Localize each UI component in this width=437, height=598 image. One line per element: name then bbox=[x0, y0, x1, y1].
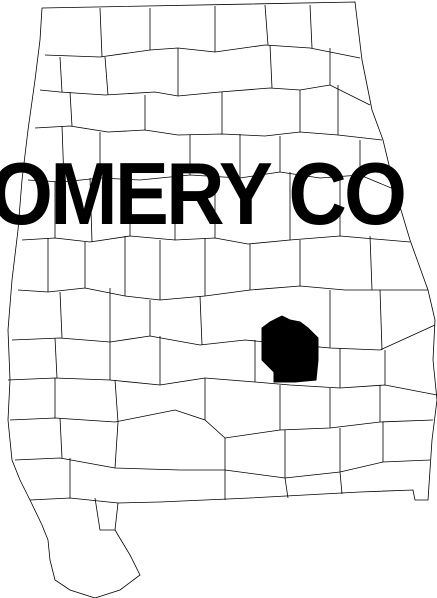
state-outline bbox=[7, 1, 437, 598]
county-lines bbox=[7, 4, 437, 531]
map-title: OMERY CO bbox=[0, 144, 407, 243]
highlighted-county bbox=[261, 315, 319, 383]
